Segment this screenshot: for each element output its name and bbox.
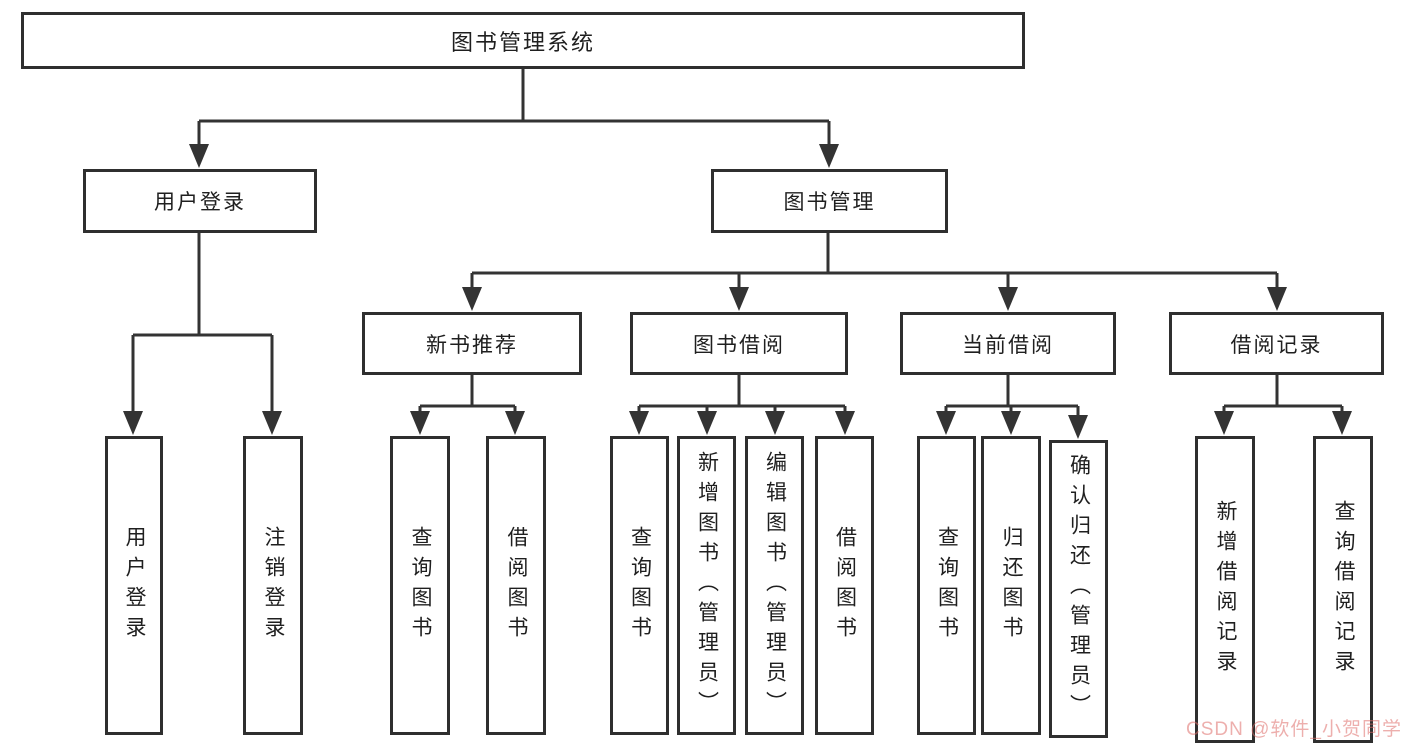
- node-current-borrow-label: 当前借阅: [962, 333, 1054, 357]
- leaf-record-add-borrow-record: 新增借阅记录: [1195, 436, 1255, 743]
- connector-paths: [131, 69, 1344, 415]
- leaf-record-query-borrow-record: 查询借阅记录: [1313, 436, 1373, 743]
- csdn-watermark: CSDN @软件_小贺同学: [1186, 719, 1402, 740]
- arrowheads: [123, 144, 1352, 439]
- node-book-borrow: 图书借阅: [630, 312, 848, 375]
- node-borrow-record: 借阅记录: [1169, 312, 1384, 375]
- leaf-current-query-books: 查询图书: [917, 436, 976, 735]
- leaf-current-confirm-return-admin: 确认归还（管理员）: [1049, 440, 1108, 738]
- leaf-borrow-edit-books-admin-label: 编辑图书（管理员）: [763, 450, 787, 721]
- leaf-current-confirm-return-admin-label: 确认归还（管理员）: [1067, 454, 1091, 724]
- node-borrow-record-label: 借阅记录: [1230, 333, 1323, 357]
- node-new-book-recommend: 新书推荐: [362, 312, 582, 375]
- leaf-logout-label: 注销登录: [262, 525, 285, 646]
- leaf-borrow-borrow-books: 借阅图书: [815, 436, 874, 735]
- leaf-newbook-borrow-books: 借阅图书: [486, 436, 546, 735]
- leaf-borrow-query-books-label: 查询图书: [628, 525, 652, 646]
- node-current-borrow: 当前借阅: [900, 312, 1116, 375]
- leaf-borrow-borrow-books-label: 借阅图书: [833, 525, 857, 646]
- leaf-logout: 注销登录: [243, 436, 303, 735]
- leaf-current-query-books-label: 查询图书: [935, 525, 959, 646]
- node-user-login: 用户登录: [83, 169, 317, 233]
- leaf-borrow-add-books-admin-label: 新增图书（管理员）: [695, 450, 719, 721]
- node-new-book-label: 新书推荐: [426, 333, 518, 357]
- node-user-login-label: 用户登录: [154, 191, 246, 214]
- node-root-label: 图书管理系统: [450, 29, 595, 55]
- leaf-record-query-borrow-record-label: 查询借阅记录: [1332, 499, 1355, 680]
- node-book-borrow-label: 图书借阅: [693, 333, 785, 357]
- node-book-management-label: 图书管理: [783, 191, 876, 214]
- leaf-current-return-books-label: 归还图书: [1000, 525, 1023, 646]
- leaf-user-login-label: 用户登录: [123, 525, 146, 646]
- node-book-management: 图书管理: [711, 169, 948, 233]
- node-root-system: 图书管理系统: [21, 12, 1025, 69]
- leaf-newbook-query-books: 查询图书: [390, 436, 450, 735]
- leaf-user-login: 用户登录: [105, 436, 163, 735]
- leaf-newbook-query-books-label: 查询图书: [409, 525, 432, 646]
- leaf-borrow-edit-books-admin: 编辑图书（管理员）: [745, 436, 804, 735]
- leaf-newbook-borrow-books-label: 借阅图书: [505, 525, 528, 646]
- leaf-borrow-add-books-admin: 新增图书（管理员）: [677, 436, 736, 735]
- leaf-record-add-borrow-record-label: 新增借阅记录: [1214, 499, 1237, 680]
- leaf-borrow-query-books: 查询图书: [610, 436, 669, 735]
- leaf-current-return-books: 归还图书: [981, 436, 1041, 735]
